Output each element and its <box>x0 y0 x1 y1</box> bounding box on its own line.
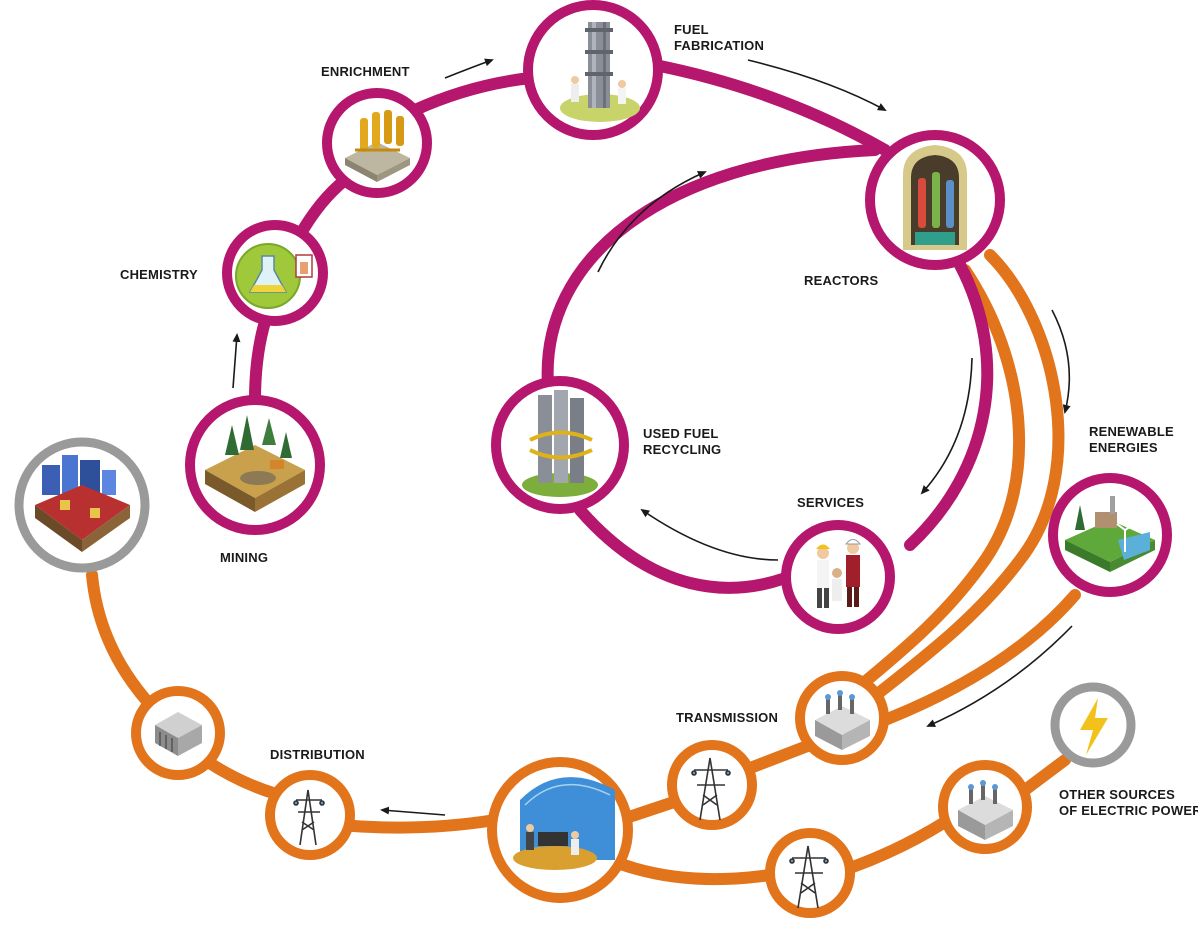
node-transformer-b <box>938 760 1032 854</box>
node-pylon-a <box>667 740 757 830</box>
label-renewable-energies: RENEWABLE ENERGIES <box>1089 424 1174 455</box>
node-mining <box>185 395 325 535</box>
arrow-reactor-to-renewable <box>1051 309 1071 414</box>
arrow-enrichment-to-fuel <box>444 58 494 79</box>
label-other-sources: OTHER SOURCES OF ELECTRIC POWER <box>1059 787 1198 818</box>
grid-path-distribution-control <box>334 814 501 834</box>
label-distribution: DISTRIBUTION <box>270 747 365 762</box>
label-chemistry: CHEMISTRY <box>120 267 198 282</box>
grid-path-pylon-transmission <box>739 739 816 776</box>
flask-icon <box>235 243 313 309</box>
grid-path-transformer-other <box>1019 754 1071 796</box>
label-transmission: TRANSMISSION <box>676 710 779 725</box>
grid-path-control-lower <box>604 854 776 886</box>
cycle-path-reactor-services-outer <box>904 259 994 551</box>
node-renewable-energies <box>1048 473 1172 597</box>
reactor-vessel-icon <box>903 145 967 250</box>
city-consumers-icon <box>35 455 130 552</box>
wind-farm-icon <box>1065 496 1155 572</box>
power-pylon-icon <box>691 757 731 821</box>
node-reactors <box>865 130 1005 270</box>
node-consumers <box>14 437 150 573</box>
label-reactors: REACTORS <box>804 273 879 288</box>
power-pylon-icon <box>293 789 325 846</box>
node-control-center <box>487 757 633 903</box>
node-pylon-b <box>765 828 855 918</box>
node-enrichment <box>322 88 432 198</box>
nodes <box>14 0 1172 918</box>
control-room-icon <box>513 777 615 870</box>
grid-path-renewable-transmission <box>879 589 1081 726</box>
cycle-path-enrichment-fuel <box>409 72 536 116</box>
label-fuel-fabrication: FUEL FABRICATION <box>674 22 765 53</box>
fuel-assembly-icon <box>560 22 640 122</box>
label-services: SERVICES <box>797 495 865 510</box>
grid-path-reactor-transmission-a <box>864 249 1065 706</box>
recycling-assembly-icon <box>522 390 598 497</box>
node-distribution <box>265 770 355 860</box>
arrow-distribution-direction <box>380 806 446 816</box>
label-mining: MINING <box>220 550 269 565</box>
grid-paths <box>86 249 1081 886</box>
mine-icon <box>205 415 305 512</box>
engineers-icon <box>816 539 862 608</box>
label-enrichment: ENRICHMENT <box>321 64 410 79</box>
node-chemistry <box>222 220 328 326</box>
cycle-path-recycling-reactor <box>541 144 881 391</box>
node-used-fuel-recycling <box>491 376 629 514</box>
arrow-reactor-to-services <box>920 357 973 495</box>
node-fuel-fabrication <box>523 0 663 140</box>
grid-path-lower-pylon-transformer <box>844 816 951 874</box>
cycle-path-fuel-reactor <box>649 59 891 156</box>
arrow-renewable-to-transmission <box>926 625 1073 727</box>
transformer-icon <box>815 690 870 750</box>
node-other-sources <box>1050 682 1136 768</box>
arrow-services-to-recycling <box>640 508 779 561</box>
arrow-fuel-to-reactor <box>747 59 887 111</box>
cycle-path-services-recycling <box>574 504 811 594</box>
grid-path-reactor-transmission-b <box>849 264 1026 696</box>
label-used-fuel-recycling: USED FUEL RECYCLING <box>643 426 722 457</box>
arrow-recycling-to-reactor <box>597 171 707 273</box>
transformer-icon <box>958 780 1013 840</box>
node-substation <box>131 686 225 780</box>
arrow-mining-to-chemistry <box>232 333 241 389</box>
flow-arrows <box>232 58 1073 816</box>
node-transmission <box>795 671 889 765</box>
cycle-path-chemistry-enrichment <box>294 174 351 241</box>
server-racks-icon <box>155 712 202 756</box>
power-pylon-icon <box>789 845 829 909</box>
enrichment-plant-icon <box>345 110 410 182</box>
node-services <box>781 520 895 634</box>
lightning-bolt-icon <box>1080 698 1108 755</box>
